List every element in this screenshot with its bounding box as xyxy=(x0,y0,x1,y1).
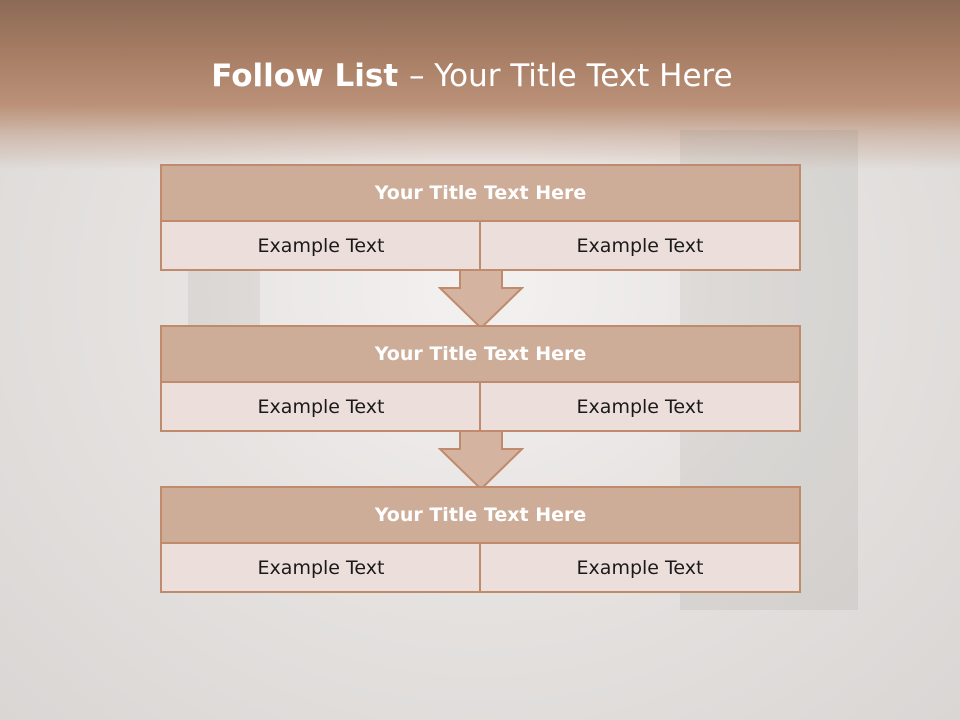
step-1-left-cell: Example Text xyxy=(160,220,482,271)
header-band xyxy=(0,0,960,170)
step-title-3: Your Title Text Here xyxy=(160,486,801,544)
step-2-left-cell: Example Text xyxy=(160,381,482,432)
step-block-3: Your Title Text Here Example Text Exampl… xyxy=(160,486,801,593)
down-arrow-icon xyxy=(438,431,524,491)
step-1-right-cell: Example Text xyxy=(479,220,801,271)
step-3-right-cell: Example Text xyxy=(479,542,801,593)
step-2-right-cell: Example Text xyxy=(479,381,801,432)
slide-title: Follow List – Your Title Text Here xyxy=(0,56,944,96)
slide-title-bold: Follow List xyxy=(211,58,409,94)
down-arrow-icon xyxy=(438,270,524,330)
step-3-left-cell: Example Text xyxy=(160,542,482,593)
step-title-1: Your Title Text Here xyxy=(160,164,801,222)
slide-title-rest: – Your Title Text Here xyxy=(408,58,733,94)
step-title-2: Your Title Text Here xyxy=(160,325,801,383)
step-block-1: Your Title Text Here Example Text Exampl… xyxy=(160,164,801,272)
step-block-2: Your Title Text Here Example Text Exampl… xyxy=(160,325,801,433)
